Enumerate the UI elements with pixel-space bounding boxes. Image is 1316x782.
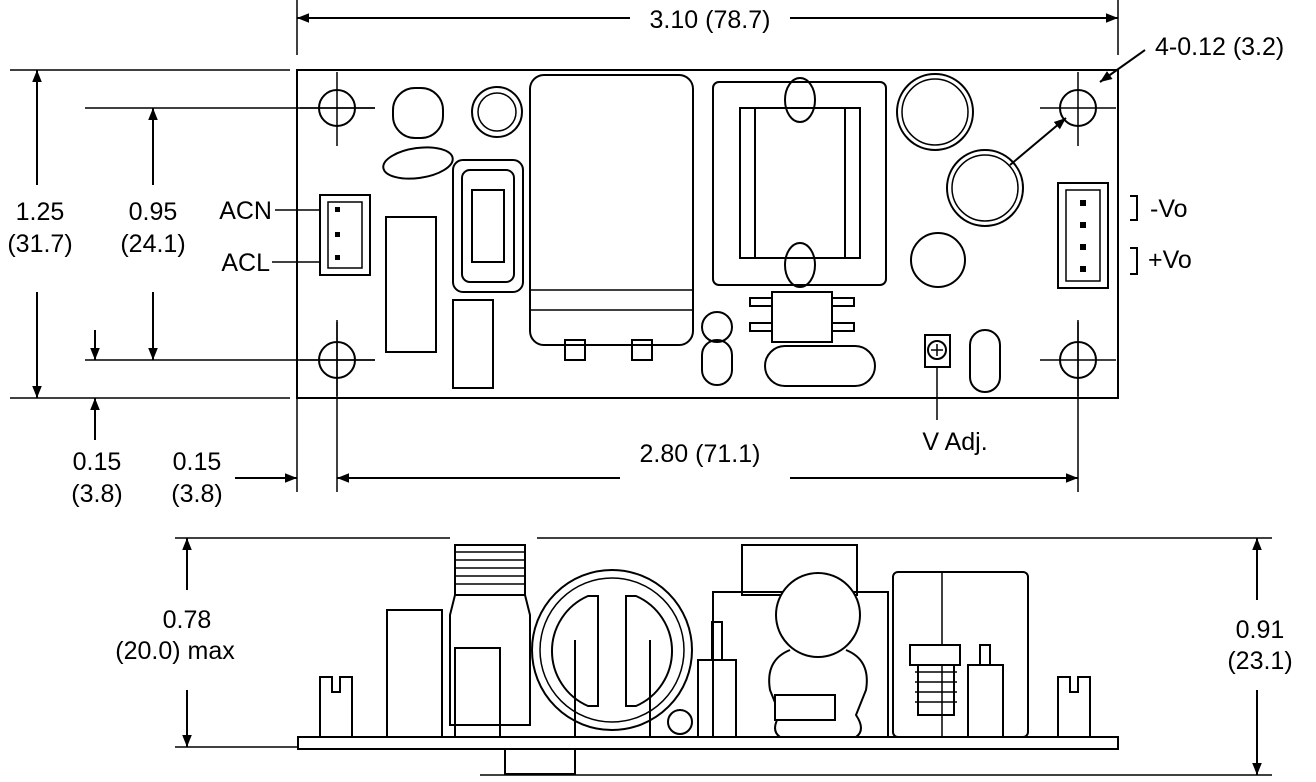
pin-label-acn: ACN: [219, 197, 272, 225]
side-view: 0.78 (20.0) max 0.91 (23.1): [115, 537, 1293, 776]
side-height-right-mm: (23.1): [1227, 647, 1292, 675]
hole-pitch-v-mm: (24.1): [120, 230, 185, 258]
hole-offset-h-mm: (3.8): [171, 480, 222, 508]
hole-callout: 4-0.12 (3.2): [1155, 33, 1284, 61]
pcb-side: [297, 736, 1119, 750]
v-adj-label: V Adj.: [922, 428, 987, 456]
components-top: [382, 73, 1024, 393]
pcb-outline: [296, 69, 1119, 399]
overall-height-in: 1.25: [16, 198, 65, 226]
pin-label-neg-vo: -Vo: [1150, 195, 1188, 223]
output-connector: [1057, 182, 1109, 289]
hole-pitch-v-in: 0.95: [129, 198, 178, 226]
mounting-holes: [300, 72, 1116, 396]
pin-label-acl: ACL: [221, 249, 270, 277]
side-height-left-mm: (20.0) max: [115, 637, 235, 665]
side-height-left-in: 0.78: [163, 606, 212, 634]
hole-offset-v-mm: (3.8): [71, 480, 122, 508]
hole-offset-v-in: 0.15: [73, 448, 122, 476]
overall-width-dimension: 3.10 (78.7): [650, 6, 771, 34]
overall-height-mm: (31.7): [7, 230, 72, 258]
top-view: 3.10 (78.7) 4-0.12 (3.2) 1.25 (31.7) 0.9…: [7, 0, 1284, 508]
pin-label-pos-vo: +Vo: [1148, 246, 1192, 274]
side-height-right-in: 0.91: [1236, 616, 1285, 644]
components-side: [319, 544, 1091, 775]
hole-offset-h-in: 0.15: [173, 448, 222, 476]
hole-pitch-h: 2.80 (71.1): [640, 440, 761, 468]
input-connector: [319, 194, 371, 276]
